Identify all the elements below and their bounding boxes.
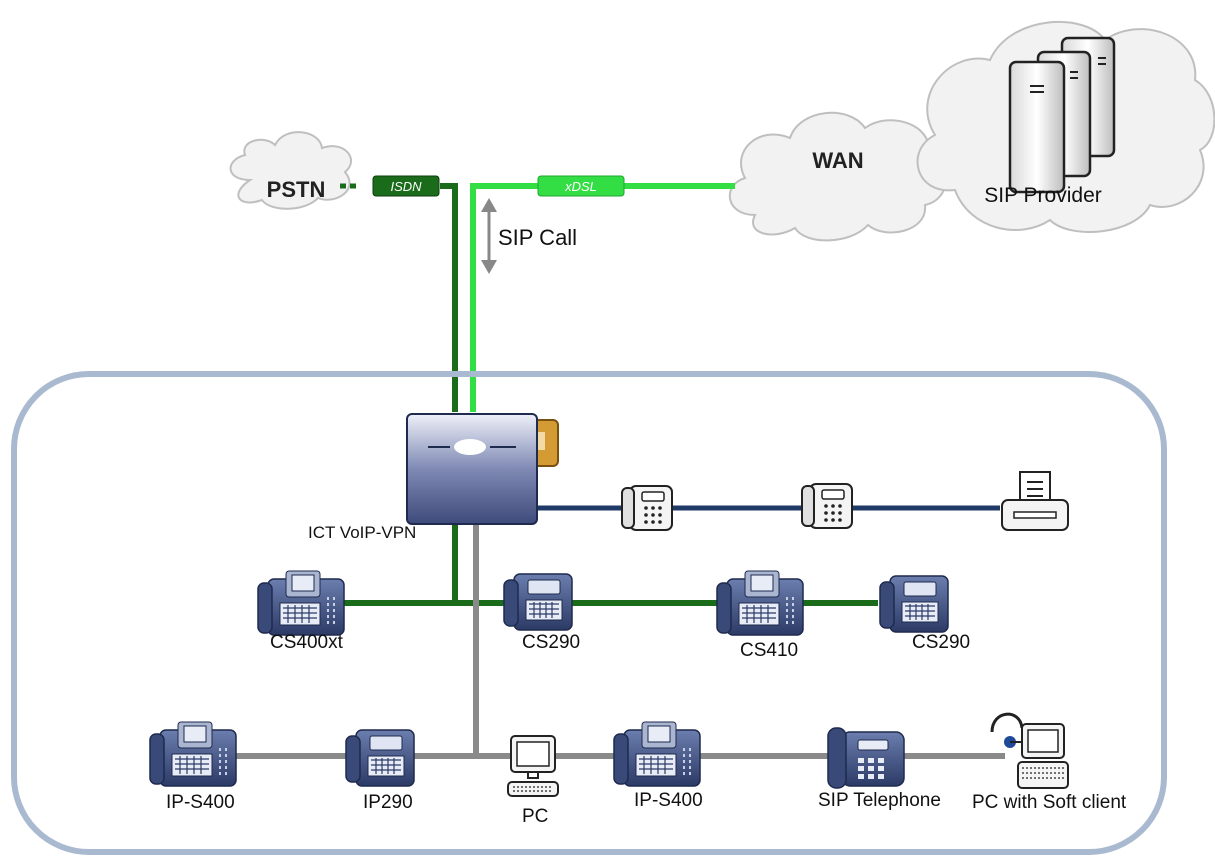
ip-s400-phone-1: [149, 721, 237, 787]
analog-phone-1: [621, 485, 673, 531]
cs290-phone-1: [503, 573, 573, 631]
ict-label: ICT VoIP-VPN: [308, 523, 416, 542]
pc-icon: [507, 735, 559, 797]
isdn-link: [340, 183, 458, 412]
ip-s400-label-2: IP-S400: [634, 790, 703, 811]
fax-icon: [1001, 471, 1069, 531]
sip-call-label: SIP Call: [498, 225, 577, 250]
pc-label: PC: [522, 806, 548, 827]
ip-s400-phone-2: [613, 721, 701, 787]
ip290-phone: [345, 729, 415, 787]
xdsl-tag-label: xDSL: [564, 179, 597, 194]
ict-voip-vpn-device: [406, 413, 559, 525]
lan-bus: [228, 520, 1005, 759]
ip-s400-label-1: IP-S400: [166, 792, 235, 813]
isdn-tag-label: ISDN: [390, 179, 422, 194]
cs290-label-1: CS290: [522, 632, 580, 653]
sip-provider-label: SIP Provider: [984, 184, 1102, 207]
cs400xt-phone: [257, 570, 345, 636]
wan-label: WAN: [812, 148, 863, 173]
sip-telephone-label: SIP Telephone: [818, 790, 941, 811]
sip-call-arrow: [481, 198, 497, 274]
local-site-frame: [11, 371, 1167, 855]
sip-telephone-icon: [827, 727, 905, 789]
pstn-label: PSTN: [267, 177, 326, 202]
analog-phone-2: [801, 483, 853, 529]
cs410-phone: [716, 570, 804, 636]
xdsl-tag: [537, 175, 625, 197]
cs400xt-label: CS400xt: [270, 632, 344, 653]
pc-with-headset-icon: [990, 712, 1069, 789]
cs410-label: CS410: [740, 640, 798, 661]
isdn-tag: [372, 175, 440, 197]
cs290-label-2: CS290: [912, 632, 970, 653]
pstn-cloud: [229, 131, 352, 210]
pc-soft-client-label: PC with Soft client: [972, 792, 1127, 813]
wan-cloud: [728, 111, 947, 242]
ip290-label: IP290: [363, 792, 413, 813]
cs290-phone-2: [879, 575, 949, 633]
xdsl-link: [470, 183, 735, 412]
server-icon: [1008, 36, 1116, 194]
